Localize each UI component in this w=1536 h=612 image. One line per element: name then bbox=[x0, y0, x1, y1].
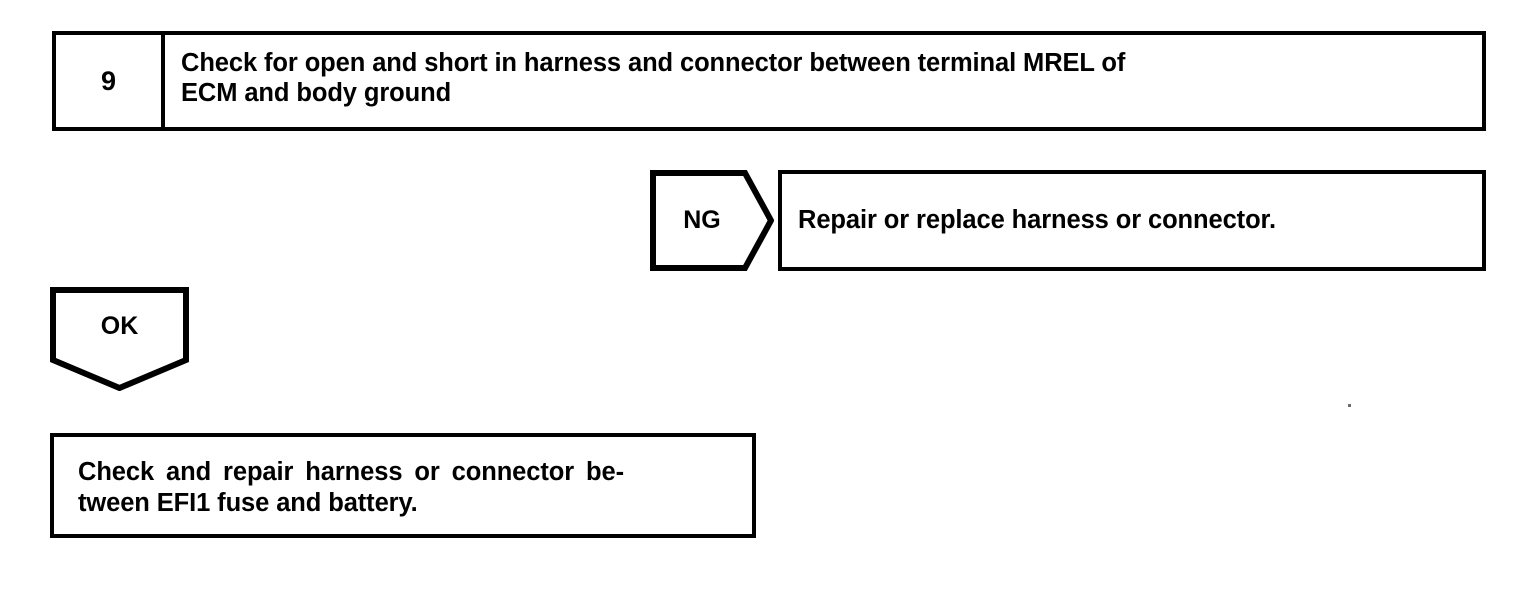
ok-branch-label: OK bbox=[100, 311, 139, 340]
final-action-line-2: tween EFI1 fuse and battery. bbox=[78, 488, 418, 517]
step-box: 9 Check for open and short in harness an… bbox=[52, 31, 1486, 131]
ng-result-text: Repair or replace harness or connector. bbox=[798, 205, 1276, 234]
step-number: 9 bbox=[100, 65, 117, 96]
scan-artifact-speck bbox=[1348, 404, 1351, 407]
step-instruction-cell: Check for open and short in harness and … bbox=[169, 35, 1482, 127]
ng-arrow-shape bbox=[650, 170, 774, 271]
step-instruction-line-2: ECM and body ground bbox=[181, 79, 452, 108]
step-number-cell: 9 bbox=[56, 35, 165, 127]
ng-result-box: Repair or replace harness or connector. bbox=[778, 170, 1486, 271]
final-action-text: Check and repair harness or connector be… bbox=[78, 457, 738, 518]
final-action-box: Check and repair harness or connector be… bbox=[50, 433, 756, 538]
final-action-line-1: Check and repair harness or connector be… bbox=[78, 458, 624, 486]
ok-arrow-shape bbox=[50, 287, 189, 391]
ng-branch-label: NG bbox=[683, 206, 721, 234]
step-instruction-line-1: Check for open and short in harness and … bbox=[181, 49, 1126, 77]
